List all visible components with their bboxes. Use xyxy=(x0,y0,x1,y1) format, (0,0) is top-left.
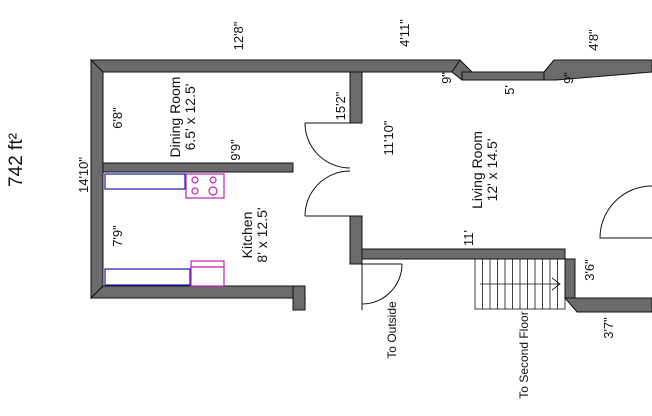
doors xyxy=(304,122,652,310)
living-room-size: 12' x 14.5' xyxy=(484,139,500,202)
dim-living-width: 11'10" xyxy=(381,120,396,155)
dim-partition-stub: 15'2" xyxy=(333,91,348,120)
stove xyxy=(185,173,225,199)
note-to-outside: To Outside xyxy=(385,301,399,359)
wall-living-lower xyxy=(361,248,566,260)
kitchen-counter xyxy=(104,268,191,286)
wall-left xyxy=(90,58,104,300)
wall-partition-upper xyxy=(349,71,363,124)
area-label: 742 ft² xyxy=(6,133,27,187)
dining-room-size: 6.5' x 12.5' xyxy=(182,84,198,151)
door-arc-outside xyxy=(361,263,403,310)
dim-bay-left: 9" xyxy=(439,72,454,84)
dim-dining-width: 6'8" xyxy=(110,107,125,129)
dim-top-mid: 4'11" xyxy=(397,19,412,47)
door-arc-lower xyxy=(304,170,351,217)
wall-top xyxy=(89,59,461,73)
walls xyxy=(89,58,652,313)
note-to-second-floor: To Second Floor xyxy=(517,311,531,398)
stove-burner-2 xyxy=(209,176,217,184)
kitchen-size: 8' x 12.5' xyxy=(254,207,270,262)
dim-bay-right: 9" xyxy=(561,72,576,84)
wall-stair-stub xyxy=(564,258,576,299)
door-arc-upper xyxy=(304,122,351,169)
dim-stair-run: 3'6" xyxy=(582,259,597,281)
dining-room-name: Dining Room xyxy=(167,77,183,158)
dim-kitchen-width: 7'9" xyxy=(110,225,125,247)
dim-living-wall: 11' xyxy=(461,230,476,246)
stove-burner-4 xyxy=(208,186,218,196)
wall-bay-right xyxy=(543,59,652,81)
wall-bottom-kitchen xyxy=(89,285,307,299)
living-room-name: Living Room xyxy=(469,131,485,209)
stove-burner-3 xyxy=(191,187,199,195)
wall-partition-lower xyxy=(349,215,363,265)
dim-top-right: 4'8" xyxy=(586,29,601,51)
staircase xyxy=(474,258,566,310)
stair-arrow xyxy=(480,277,561,291)
kitchen-name: Kitchen xyxy=(239,212,255,259)
dim-overall-side: 14'10" xyxy=(76,157,91,193)
sink xyxy=(190,260,225,287)
fixtures xyxy=(104,173,225,287)
wall-dining-kitchen-partition xyxy=(102,162,294,173)
wall-bottom-kitchen-return xyxy=(292,285,306,311)
stove-burner-1 xyxy=(191,176,199,184)
dim-top-left: 12'8" xyxy=(231,21,246,50)
door-arc-right xyxy=(599,185,652,239)
wall-bay-mid xyxy=(461,71,555,81)
dining-counter xyxy=(104,173,186,190)
dim-bay-mid: 5' xyxy=(502,85,517,95)
dim-bottom-right: 3'7" xyxy=(601,317,616,339)
wall-right-lower xyxy=(563,297,652,313)
dim-dining-length: 9'9" xyxy=(228,139,243,161)
